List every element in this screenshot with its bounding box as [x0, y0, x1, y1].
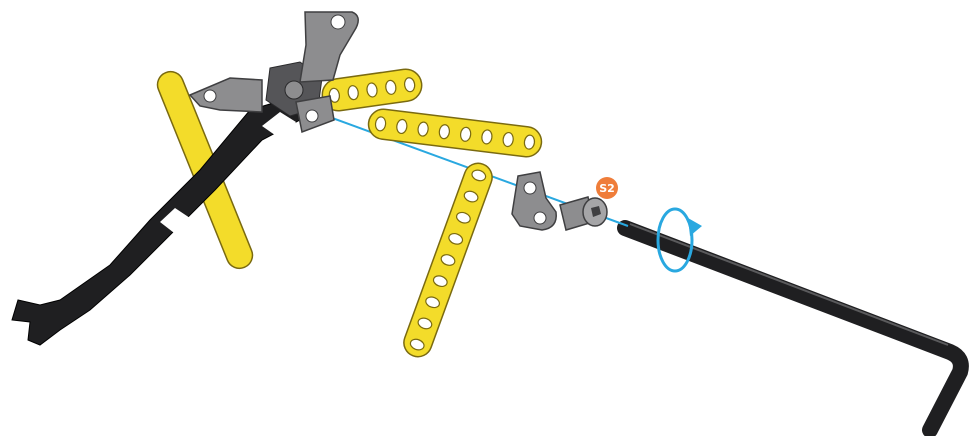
beam-hole	[396, 118, 408, 135]
beam-lower	[403, 162, 493, 358]
beam-hole	[440, 254, 456, 266]
angle-bracket-top	[188, 11, 359, 134]
beam-hole	[417, 121, 429, 137]
beam-hole	[523, 134, 536, 150]
beam-hole	[471, 169, 487, 182]
beam-middle	[367, 108, 543, 158]
beam-hole	[448, 232, 464, 245]
beam-hole	[366, 82, 378, 98]
beam-hole	[409, 338, 425, 351]
wrench	[11, 94, 301, 346]
beam-hole	[425, 296, 441, 309]
beam-hole	[459, 126, 472, 142]
beam-hole	[455, 211, 471, 224]
beam-hole	[438, 124, 451, 140]
rotation-arrow-icon	[656, 207, 702, 273]
beam-hole	[403, 77, 416, 93]
beam-upper	[321, 68, 423, 112]
beam-hole	[347, 85, 359, 101]
beam-hole	[417, 317, 433, 330]
beam-hole	[432, 275, 448, 288]
hex-socket-screw	[559, 196, 608, 231]
screw-tag-label: S2	[599, 182, 615, 195]
beam-hole	[374, 116, 387, 132]
beam-hole	[481, 129, 493, 145]
beam-hole	[463, 190, 479, 203]
hex-key	[617, 220, 969, 436]
beam-hole	[385, 79, 397, 95]
screw-tag: S2	[596, 177, 618, 199]
beam-hole	[502, 131, 514, 148]
angle-bracket-right	[511, 171, 557, 231]
